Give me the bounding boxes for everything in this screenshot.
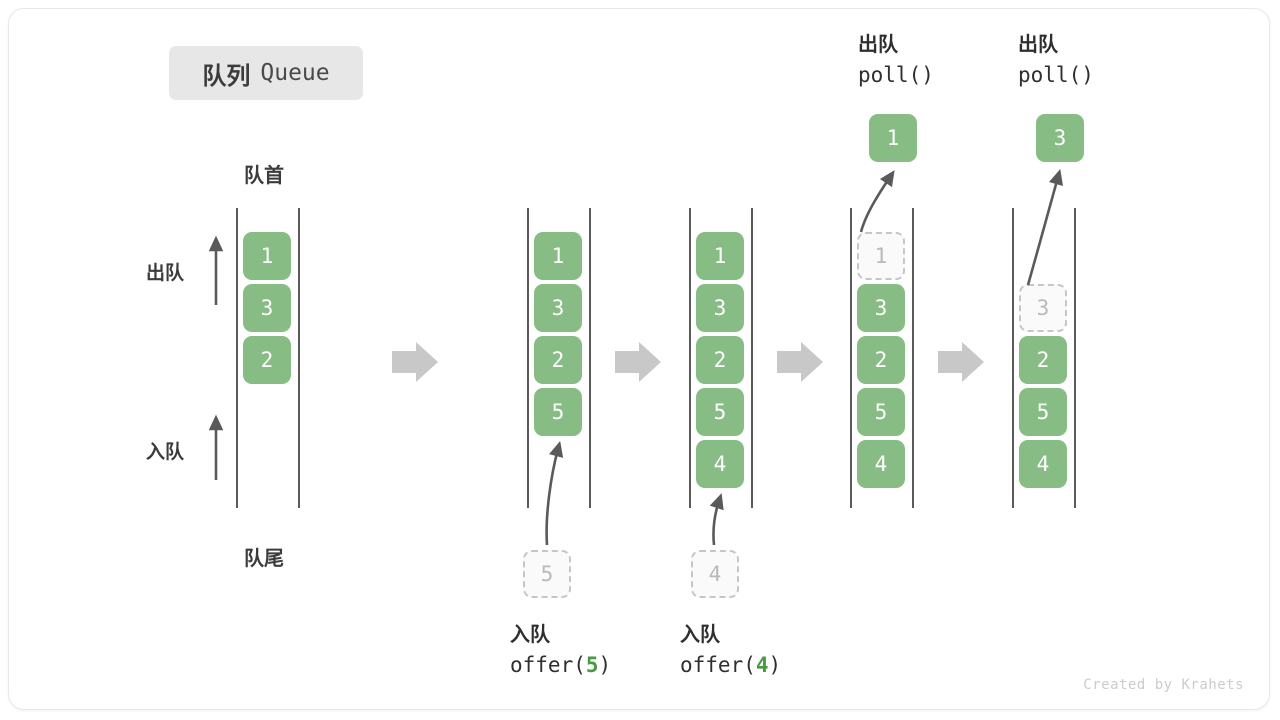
queue-element: 2 [696,336,744,384]
queue-element: 3 [243,284,291,332]
queue-element: 5 [857,388,905,436]
queue-element: 4 [857,440,905,488]
queue-ghost-element: 4 [691,550,739,598]
diagram-card-frame [8,8,1270,710]
operation-code-arg: 4 [755,653,769,677]
queue-ghost-element: 1 [857,232,905,280]
popped-element: 1 [869,114,917,162]
popped-element: 3 [1036,114,1084,162]
queue-element: 2 [857,336,905,384]
queue-rail-left-3 [689,208,691,508]
queue-rail-right-3 [751,208,753,508]
operation-cn: 入队 [510,624,550,646]
queue-element: 3 [696,284,744,332]
operation-code-arg: 5 [585,653,599,677]
queue-ghost-element: 3 [1019,284,1067,332]
queue-element: 2 [534,336,582,384]
queue-element-new: 4 [696,440,744,488]
queue-rail-left-2 [527,208,529,508]
queue-rail-right-1 [298,208,300,508]
queue-rail-right-2 [589,208,591,508]
operation-cn: 出队 [858,34,898,56]
queue-element: 2 [243,336,291,384]
operation-cn: 出队 [1018,34,1058,56]
operation-code-prefix: offer( [680,653,756,677]
diagram-title-cn: 队列 [202,62,251,90]
queue-element: 5 [696,388,744,436]
operation-code-suffix: ) [768,653,782,677]
queue-element: 5 [1019,388,1067,436]
queue-ghost-element: 5 [523,550,571,598]
operation-code: poll() [1018,63,1094,87]
queue-element: 1 [696,232,744,280]
operation-code: offer(5) [450,650,640,682]
queue-element: 3 [857,284,905,332]
queue-tail-label: 队尾 [244,548,284,570]
queue-head-label: 队首 [244,165,284,187]
queue-rail-left-4 [850,208,852,508]
watermark-credit: Created by Krahets [1083,677,1244,693]
operation-label-poll-1: 出队 poll() [800,30,990,92]
queue-element: 4 [1019,440,1067,488]
queue-rail-left-5 [1012,208,1014,508]
queue-rail-right-5 [1074,208,1076,508]
dequeue-side-label: 出队 [146,263,185,284]
queue-element: 1 [534,232,582,280]
operation-label-poll-2: 出队 poll() [960,30,1150,92]
enqueue-side-label: 入队 [146,442,185,463]
queue-element: 3 [534,284,582,332]
queue-rail-right-4 [912,208,914,508]
diagram-title-en: Queue [260,60,330,86]
diagram-title-badge: 队列 Queue [169,46,363,100]
operation-label-offer-5: 入队 offer(5) [450,620,640,682]
queue-rail-left-1 [236,208,238,508]
queue-element: 2 [1019,336,1067,384]
queue-element-new: 5 [534,388,582,436]
operation-code: offer(4) [620,650,810,682]
operation-code: poll() [858,63,934,87]
operation-code-suffix: ) [598,653,612,677]
queue-element: 1 [243,232,291,280]
operation-code-prefix: offer( [510,653,586,677]
operation-cn: 入队 [680,624,720,646]
operation-label-offer-4: 入队 offer(4) [620,620,810,682]
